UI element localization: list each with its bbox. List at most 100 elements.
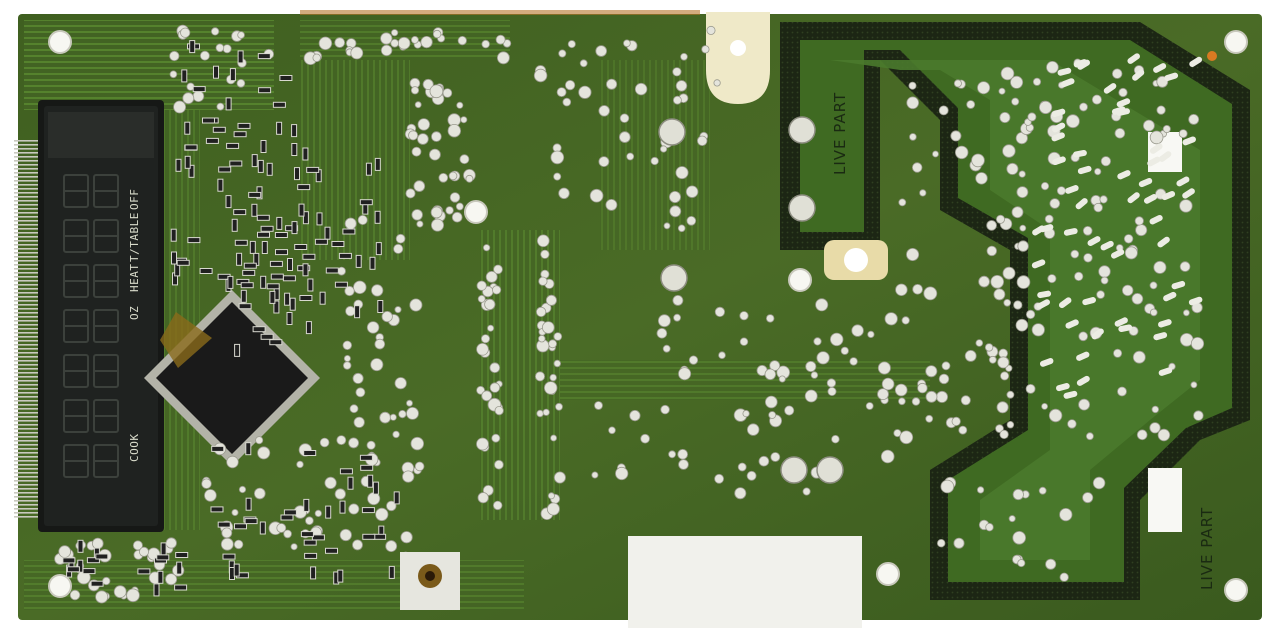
solder-pad	[398, 409, 407, 419]
solder-pad	[1044, 214, 1054, 224]
solder-pad	[1188, 114, 1200, 125]
pin	[14, 424, 40, 426]
solder-pad	[713, 79, 721, 87]
solder-pad	[1171, 280, 1186, 290]
solder-pad	[938, 105, 949, 116]
pin	[14, 380, 40, 382]
pin	[14, 168, 40, 170]
pin	[14, 312, 40, 314]
smd-part	[280, 514, 294, 521]
solder-pad	[342, 340, 353, 351]
solder-pad	[169, 70, 178, 79]
smd-part	[302, 263, 309, 277]
solder-pad	[1091, 94, 1102, 105]
solder-pad	[1078, 331, 1088, 342]
solder-pad	[578, 85, 592, 99]
solder-pad	[1189, 56, 1203, 67]
solder-pad	[912, 283, 923, 295]
solder-pad	[536, 234, 550, 248]
smd-part	[300, 531, 314, 538]
smd-part	[303, 498, 310, 512]
smd-part	[217, 178, 224, 192]
solder-pad	[925, 414, 934, 423]
solder-pad	[912, 162, 923, 173]
solder-pad	[390, 29, 399, 37]
solder-pad	[1164, 72, 1179, 81]
solder-pad	[349, 404, 359, 414]
solder-pad	[595, 45, 607, 57]
solder-pad	[182, 92, 195, 105]
solder-pad	[348, 503, 360, 515]
solder-pad	[678, 459, 689, 470]
smd-part	[359, 199, 373, 206]
solder-pad	[677, 224, 686, 233]
solder-pad	[558, 49, 567, 58]
solder-pad	[438, 173, 449, 183]
smd-part	[252, 326, 266, 333]
solder-pad	[69, 589, 81, 601]
solder-pad	[1162, 125, 1171, 134]
pin	[14, 252, 40, 254]
solder-pad	[955, 145, 969, 160]
solder-pad	[758, 455, 770, 467]
pin	[14, 444, 40, 446]
solder-pad	[714, 306, 726, 317]
solder-pad	[344, 217, 357, 230]
solder-pad	[685, 185, 699, 198]
solder-pad	[964, 349, 977, 362]
pin	[14, 436, 40, 438]
solder-pad	[394, 306, 402, 314]
solder-pad	[1100, 276, 1109, 285]
pin	[14, 196, 40, 198]
solder-pad	[1036, 299, 1050, 309]
live-part-top-label: LIVE PART	[831, 92, 849, 175]
solder-pad	[484, 298, 496, 310]
solder-pad	[1098, 265, 1111, 278]
pin	[14, 244, 40, 246]
solder-pad	[355, 387, 366, 398]
solder-pad	[233, 539, 244, 550]
solder-pad	[1114, 128, 1126, 139]
solder-pad	[672, 294, 684, 306]
solder-pad	[830, 332, 844, 347]
pin	[14, 284, 40, 286]
solder-pad	[1150, 308, 1158, 317]
solder-pad	[416, 220, 424, 228]
smd-part	[170, 228, 177, 242]
pin	[14, 432, 40, 434]
smd-part	[257, 231, 270, 238]
pin	[14, 156, 40, 158]
smd-part	[302, 147, 309, 161]
solder-pad	[1157, 236, 1170, 248]
smd-part	[153, 583, 160, 597]
solder-pad	[379, 411, 391, 424]
solder-pad	[215, 43, 225, 53]
pin	[14, 400, 40, 402]
smd-part	[365, 162, 372, 176]
solder-pad	[1158, 319, 1172, 328]
pin	[14, 336, 40, 338]
solder-pad	[476, 280, 487, 291]
solder-pad	[405, 188, 416, 199]
solder-pad	[173, 100, 187, 114]
solder-pad	[1017, 240, 1029, 252]
solder-pad	[1082, 226, 1093, 236]
solder-pad	[1016, 186, 1029, 199]
solder-pad	[558, 187, 570, 200]
solder-pad	[881, 377, 895, 391]
smd-part	[226, 142, 240, 149]
solder-pad	[1118, 324, 1133, 332]
solder-pad	[352, 539, 363, 551]
solder-pad	[1012, 488, 1024, 501]
solder-pad	[764, 395, 778, 409]
pin	[14, 516, 40, 518]
solder-pad	[553, 172, 562, 181]
solder-pad	[1134, 216, 1144, 226]
solder-pad	[1025, 383, 1036, 394]
solder-pad	[1040, 182, 1050, 191]
solder-pad	[1018, 170, 1026, 178]
solder-pad	[92, 537, 104, 550]
solder-pad	[1100, 240, 1114, 251]
solder-pad	[938, 373, 950, 385]
solder-pad	[1065, 185, 1079, 194]
